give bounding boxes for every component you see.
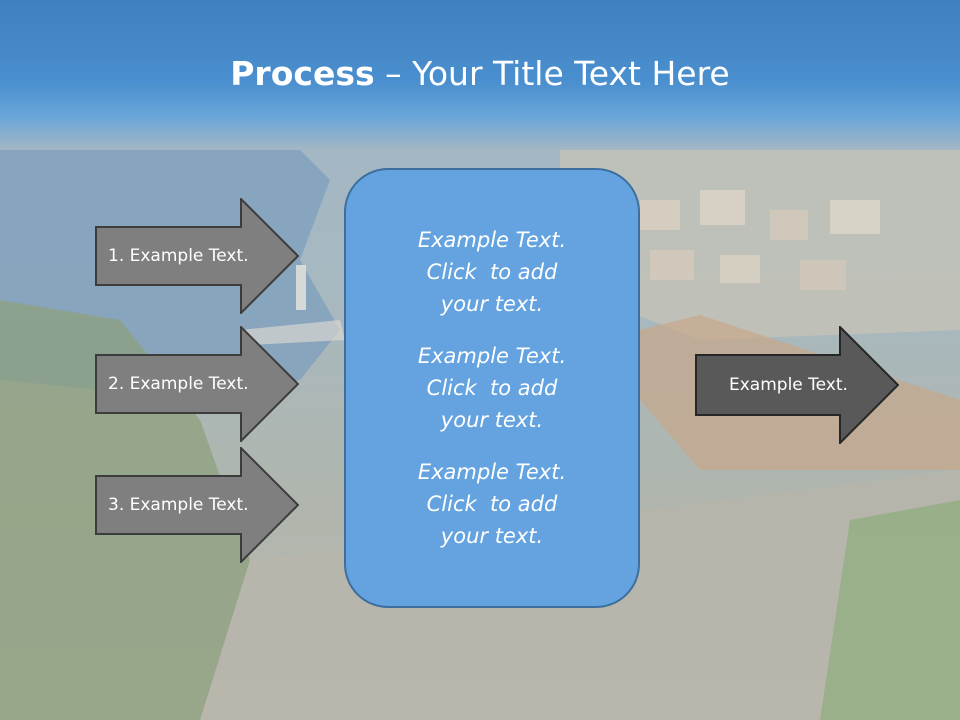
center-paragraph-2: Example Text. Click to add your text.	[377, 340, 607, 436]
center-paragraph-2-line-3: your text.	[440, 408, 544, 432]
result-arrow-label: Example Text.	[729, 375, 848, 395]
slide-title: Process – Your Title Text Here	[0, 52, 960, 96]
center-text-box[interactable]: Example Text. Click to add your text. Ex…	[344, 168, 640, 608]
center-paragraph-3-line-1: Example Text.	[417, 460, 567, 484]
process-arrow-3[interactable]: 3. Example Text.	[95, 447, 299, 563]
center-paragraph-2-line-1: Example Text.	[417, 344, 567, 368]
process-arrow-2[interactable]: 2. Example Text.	[95, 326, 299, 442]
center-paragraph-3: Example Text. Click to add your text.	[377, 456, 607, 552]
process-arrow-1-label: 1. Example Text.	[108, 246, 249, 266]
center-paragraph-1-line-1: Example Text.	[417, 228, 567, 252]
center-paragraph-1-line-3: your text.	[440, 292, 544, 316]
title-rest: – Your Title Text Here	[374, 54, 730, 93]
result-arrow[interactable]: Example Text.	[695, 326, 899, 444]
center-paragraph-1-line-2: Click to add	[426, 260, 558, 284]
center-paragraph-2-line-2: Click to add	[426, 376, 558, 400]
process-arrow-3-label: 3. Example Text.	[108, 495, 249, 515]
center-paragraph-3-line-3: your text.	[440, 524, 544, 548]
center-paragraph-3-line-2: Click to add	[426, 492, 558, 516]
title-bold: Process	[230, 54, 375, 93]
process-arrow-2-label: 2. Example Text.	[108, 374, 249, 394]
title-band	[0, 0, 960, 150]
process-arrow-1[interactable]: 1. Example Text.	[95, 198, 299, 314]
center-paragraph-1: Example Text. Click to add your text.	[377, 224, 607, 320]
